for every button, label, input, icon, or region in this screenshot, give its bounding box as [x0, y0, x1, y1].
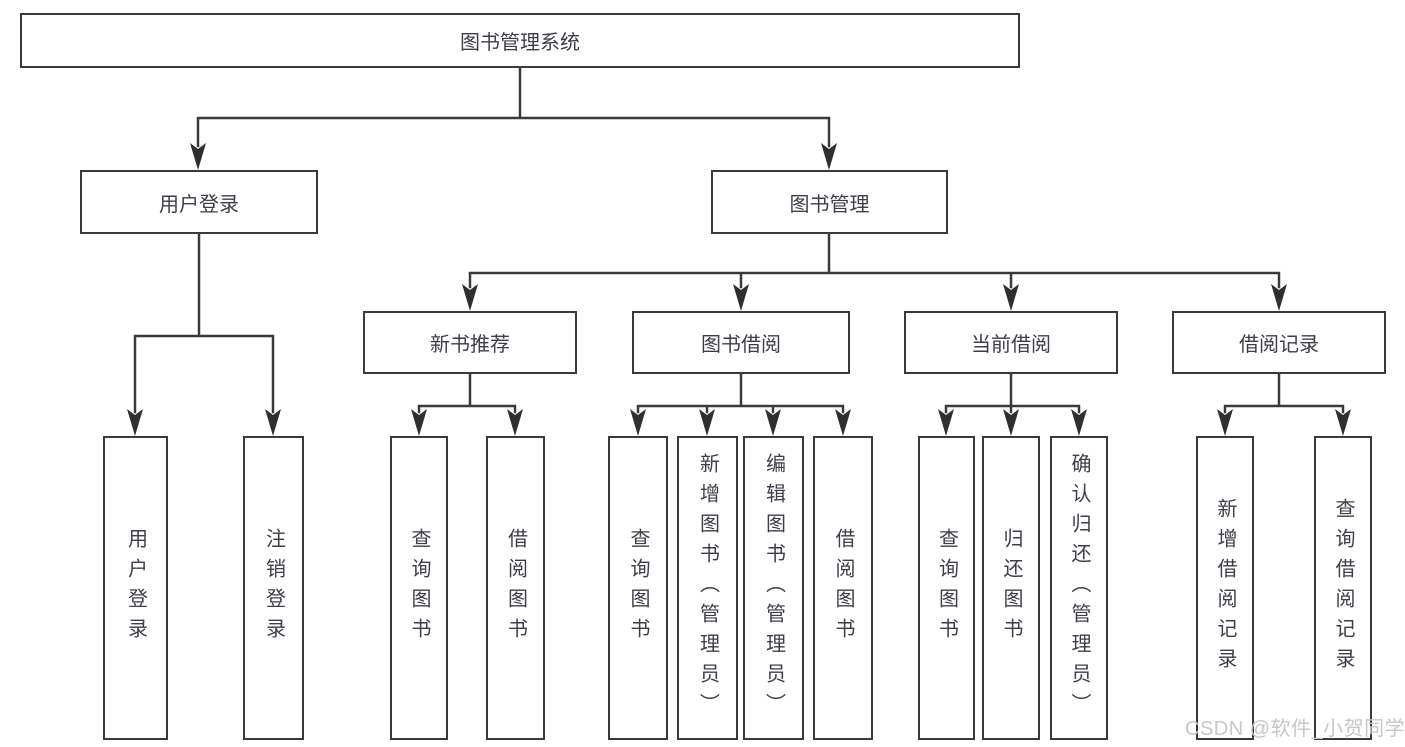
leaf-borrow-add-books-admin: 新增图书（管理员） [677, 436, 738, 740]
leaf-current-confirm-return-admin: 确认归还（管理员） [1050, 436, 1108, 740]
node-book-management: 图书管理 [711, 170, 948, 234]
node-new-book-recommend: 新书推荐 [363, 311, 577, 374]
leaf-logout: 注销登录 [243, 436, 304, 740]
node-root-system: 图书管理系统 [20, 13, 1020, 68]
leaf-records-add-record: 新增借阅记录 [1196, 436, 1254, 740]
leaf-borrow-edit-books-admin: 编辑图书（管理员） [743, 436, 804, 740]
leaf-records-query-record: 查询借阅记录 [1314, 436, 1372, 740]
leaf-current-query-books: 查询图书 [918, 436, 975, 740]
connector-arrowheads [127, 143, 1351, 436]
node-book-borrow: 图书借阅 [632, 311, 850, 374]
watermark-text: CSDN @软件_小贺同学 [1185, 718, 1405, 740]
leaf-borrow-borrow-books: 借阅图书 [813, 436, 873, 740]
leaf-newbooks-query-books: 查询图书 [390, 436, 448, 740]
leaf-current-return-books: 归还图书 [982, 436, 1040, 740]
node-user-login: 用户登录 [80, 170, 318, 234]
leaf-newbooks-borrow-books: 借阅图书 [486, 436, 545, 740]
node-borrow-records: 借阅记录 [1172, 311, 1386, 374]
node-current-borrow: 当前借阅 [904, 311, 1118, 374]
leaf-borrow-query-books: 查询图书 [608, 436, 668, 740]
connector-lines [133, 66, 1345, 414]
leaf-user-login: 用户登录 [103, 436, 168, 740]
